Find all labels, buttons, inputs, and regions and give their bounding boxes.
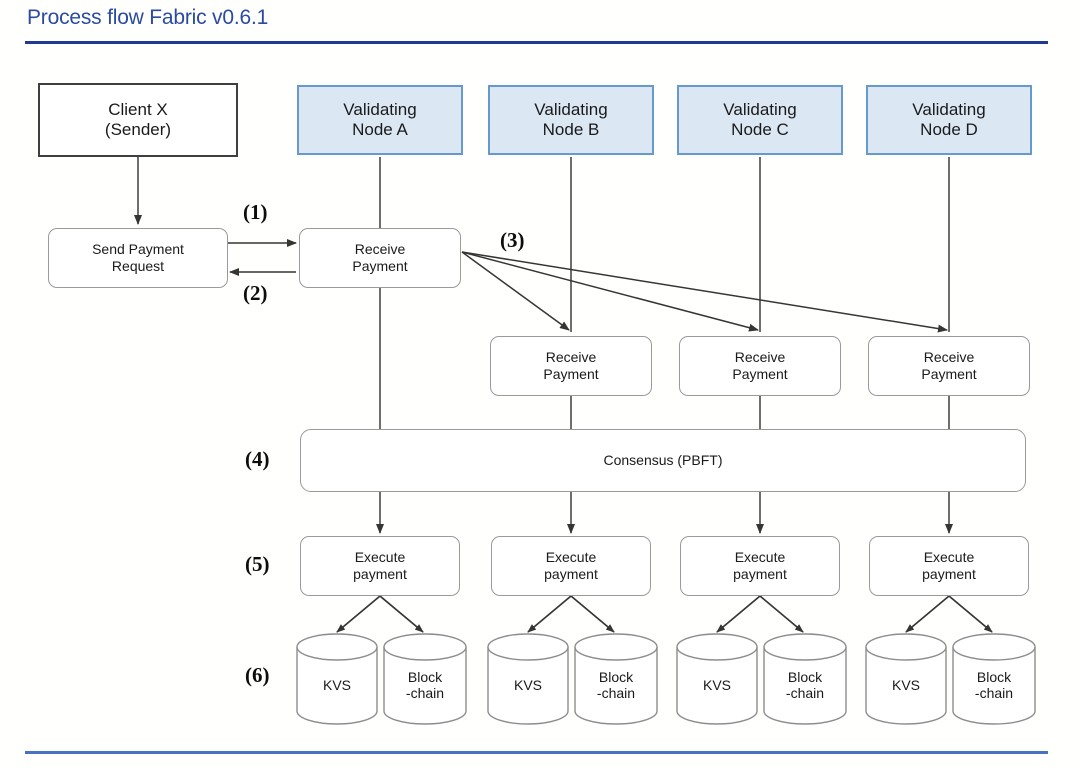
step-label-2: (2) bbox=[243, 281, 268, 305]
cylinder-icon bbox=[952, 633, 1036, 725]
actor-validating-node-d[interactable]: Validating Node D bbox=[866, 85, 1032, 155]
cylinder-icon bbox=[296, 633, 378, 725]
process-execute-payment-c-label: Execute payment bbox=[733, 549, 787, 582]
process-receive-payment-b-label: Receive Payment bbox=[543, 349, 599, 382]
process-receive-payment-a-label: Receive Payment bbox=[352, 241, 408, 274]
datastore-kvs-c[interactable]: KVS bbox=[675, 633, 759, 725]
process-execute-payment-d-label: Execute payment bbox=[922, 549, 976, 582]
actor-validating-node-d-label: Validating Node D bbox=[912, 99, 986, 139]
process-receive-payment-a[interactable]: Receive Payment bbox=[299, 228, 461, 288]
cylinder-icon bbox=[676, 633, 758, 725]
datastore-kvs-d-label: KVS bbox=[891, 677, 920, 693]
process-consensus-label: Consensus (PBFT) bbox=[603, 452, 723, 469]
process-consensus[interactable]: Consensus (PBFT) bbox=[300, 429, 1026, 492]
datastore-kvs-c-label: KVS bbox=[702, 677, 731, 693]
step-label-3: (3) bbox=[500, 228, 525, 252]
actor-validating-node-b[interactable]: Validating Node B bbox=[488, 85, 654, 155]
process-send-payment-request-label: Send Payment Request bbox=[92, 241, 184, 274]
datastore-blockchain-c[interactable]: Block -chain bbox=[762, 633, 848, 725]
datastore-kvs-b-label: KVS bbox=[513, 677, 542, 693]
step-label-4: (4) bbox=[245, 447, 270, 471]
process-receive-payment-d-label: Receive Payment bbox=[921, 349, 977, 382]
datastore-kvs-b[interactable]: KVS bbox=[486, 633, 570, 725]
datastore-blockchain-b[interactable]: Block -chain bbox=[573, 633, 659, 725]
datastore-kvs-a[interactable]: KVS bbox=[295, 633, 379, 725]
process-receive-payment-d[interactable]: Receive Payment bbox=[868, 336, 1030, 396]
datastore-blockchain-b-label: Block -chain bbox=[596, 669, 636, 702]
step-label-1: (1) bbox=[243, 200, 268, 224]
step-label-5: (5) bbox=[245, 552, 270, 576]
process-receive-payment-c[interactable]: Receive Payment bbox=[679, 336, 841, 396]
title-divider-top bbox=[25, 41, 1048, 44]
process-execute-payment-a-label: Execute payment bbox=[353, 549, 407, 582]
datastore-blockchain-d-label: Block -chain bbox=[974, 669, 1014, 702]
process-send-payment-request[interactable]: Send Payment Request bbox=[48, 228, 228, 288]
cylinder-icon bbox=[763, 633, 847, 725]
actor-validating-node-c[interactable]: Validating Node C bbox=[677, 85, 843, 155]
page-title: Process flow Fabric v0.6.1 bbox=[27, 6, 269, 29]
process-execute-payment-d[interactable]: Execute payment bbox=[869, 536, 1029, 596]
cylinder-icon bbox=[865, 633, 947, 725]
cylinder-icon bbox=[574, 633, 658, 725]
process-execute-payment-b[interactable]: Execute payment bbox=[491, 536, 651, 596]
datastore-blockchain-c-label: Block -chain bbox=[785, 669, 825, 702]
actor-validating-node-a[interactable]: Validating Node A bbox=[297, 85, 463, 155]
datastore-blockchain-a-label: Block -chain bbox=[405, 669, 445, 702]
process-execute-payment-a[interactable]: Execute payment bbox=[300, 536, 460, 596]
process-execute-payment-b-label: Execute payment bbox=[544, 549, 598, 582]
actor-validating-node-a-label: Validating Node A bbox=[343, 99, 417, 139]
datastore-kvs-d[interactable]: KVS bbox=[864, 633, 948, 725]
step-label-6: (6) bbox=[245, 663, 270, 687]
actor-validating-node-b-label: Validating Node B bbox=[534, 99, 608, 139]
datastore-blockchain-d[interactable]: Block -chain bbox=[951, 633, 1037, 725]
process-receive-payment-b[interactable]: Receive Payment bbox=[490, 336, 652, 396]
cylinder-icon bbox=[487, 633, 569, 725]
actor-validating-node-c-label: Validating Node C bbox=[723, 99, 797, 139]
datastore-kvs-a-label: KVS bbox=[322, 677, 351, 693]
cylinder-icon bbox=[383, 633, 467, 725]
actor-client-x-label: Client X (Sender) bbox=[104, 99, 172, 139]
divider-bottom bbox=[25, 751, 1048, 754]
process-receive-payment-c-label: Receive Payment bbox=[732, 349, 788, 382]
process-execute-payment-c[interactable]: Execute payment bbox=[680, 536, 840, 596]
datastore-blockchain-a[interactable]: Block -chain bbox=[382, 633, 468, 725]
actor-client-x[interactable]: Client X (Sender) bbox=[38, 83, 238, 157]
